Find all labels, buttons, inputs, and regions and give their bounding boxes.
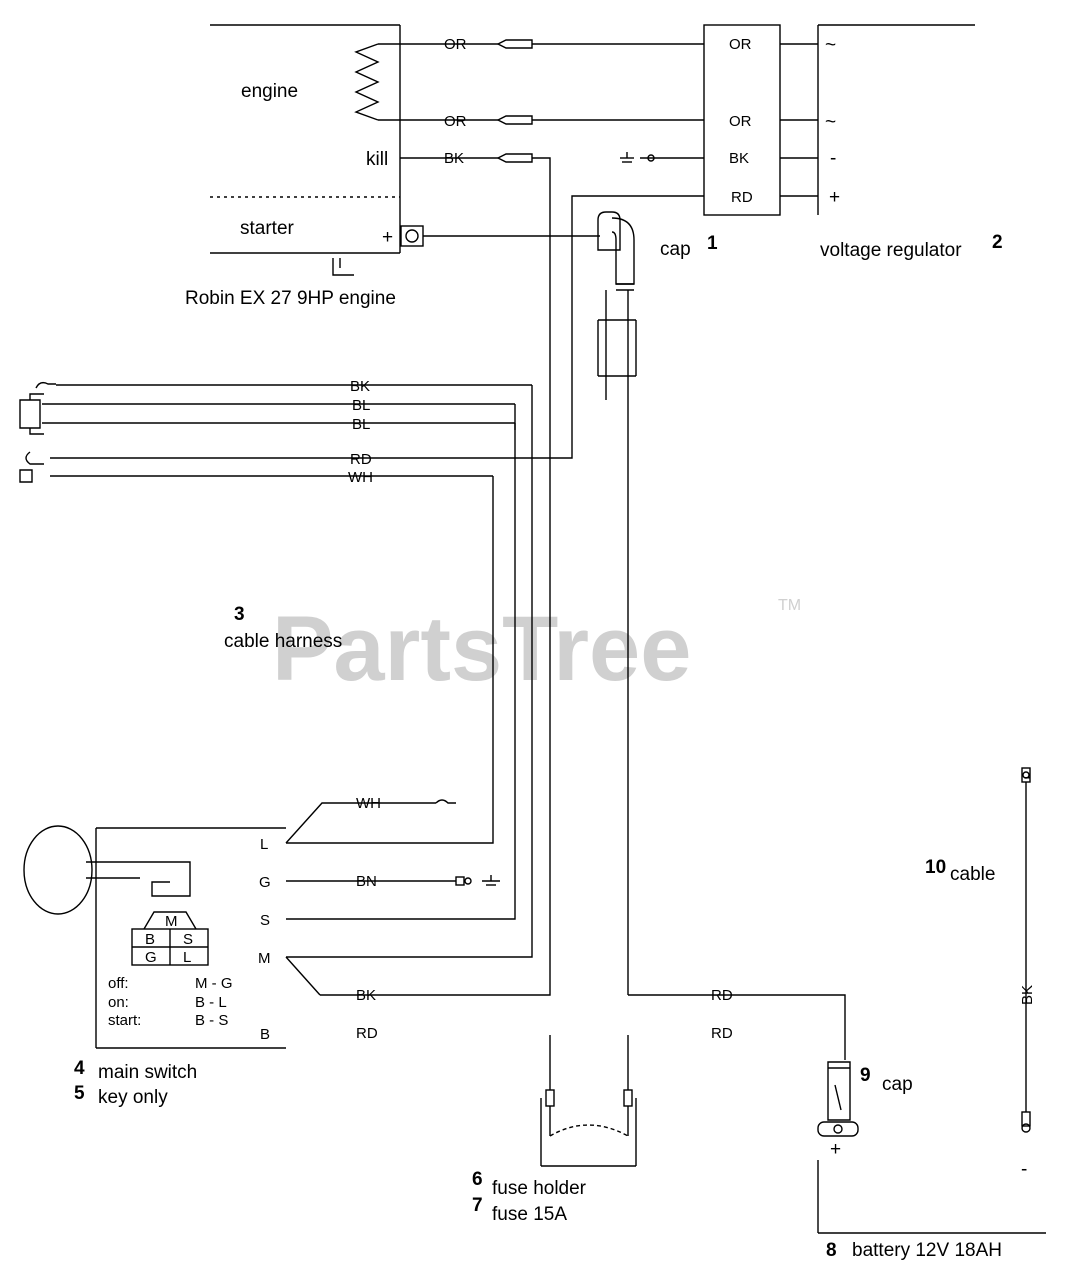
cap-9-number: 9 [860,1065,871,1086]
cap-1: cap 1 [597,211,718,995]
kill-label: kill [366,149,388,170]
watermark: PartsTree [272,598,691,700]
cable-minus-bottom: - [1021,1159,1027,1180]
reg-in-or-2: OR [729,113,752,130]
wire-bk-kill: BK [444,150,464,167]
reg-out-plus: + [829,187,840,208]
reg-out-ac-2: ~ [825,112,836,133]
starter-terminal [400,225,600,247]
starter-label: starter [240,218,295,239]
fuse-holder-label: fuse holder [492,1178,587,1199]
fuse-holder: 6 fuse holder 7 fuse 15A [472,1035,637,1225]
terminal-b: B [260,1026,270,1043]
harness-wire-wh: WH [348,469,373,486]
switch-grid-s: S [183,931,193,948]
cable-number: 10 [925,857,946,878]
wire-rd-regulator [50,195,704,459]
mode-start-value: B - S [195,1012,228,1029]
main-switch-number: 4 [74,1058,85,1079]
terminal-l: L [260,836,268,853]
starter-plus-label: + [382,227,393,248]
cable-wire-bk: BK [1019,985,1036,1005]
switch-grid-m: M [165,913,178,930]
fuse-holder-number: 6 [472,1169,483,1190]
reg-in-rd: RD [731,189,753,206]
battery-label: battery 12V 18AH [852,1240,1002,1261]
regulator-ground [620,152,704,163]
engine-block: engine kill starter + Robin EX 27 9HP en… [185,24,430,309]
terminal-g: G [259,874,271,891]
reg-in-bk: BK [729,150,749,167]
engine-regulator-wires: OR OR BK [320,36,704,996]
cap-1-number: 1 [707,233,718,254]
fuse-number: 7 [472,1195,483,1216]
regulator-label: voltage regulator [820,240,962,261]
cable-10: - - BK 10 cable [925,767,1036,1180]
reg-out-ac-1: ~ [825,35,836,56]
voltage-regulator: OR OR BK RD ~ ~ - + voltage regulator 2 [703,24,1003,261]
mode-start-name: start: [108,1012,141,1029]
mode-off-value: M - G [195,975,233,992]
key-only-number: 5 [74,1083,85,1104]
wire-or-2: OR [444,113,467,130]
switch-grid-g: G [145,949,157,966]
harness-number: 3 [234,604,245,625]
mode-on-name: on: [108,994,129,1011]
watermark-tm: TM [778,597,801,614]
regulator-number: 2 [992,232,1003,253]
harness-wire-bl-2: BL [352,416,370,433]
wire-wh-switch: WH [356,795,381,812]
wire-bk-switch: BK [356,987,376,1004]
switch-grid-b: B [145,931,155,948]
reg-in-or-1: OR [729,36,752,53]
harness-wire-bk: BK [350,378,370,395]
cap-9: 9 cap + [817,1061,913,1160]
cable-harness: BK BL BL RD WH 3 cable harness [19,378,533,958]
battery: 8 battery 12V 18AH [817,1160,1046,1261]
mode-on-value: B - L [195,994,227,1011]
terminal-m: M [258,950,271,967]
wire-or-1: OR [444,36,467,53]
harness-wire-bl-1: BL [352,397,370,414]
wire-rd-fuse: RD [711,1025,733,1042]
fuse-label: fuse 15A [492,1204,567,1225]
main-switch: M B S G L off: M - G on: B - L start: B … [23,825,286,1108]
wire-rd-battery: RD [711,987,733,1004]
terminal-s: S [260,912,270,929]
engine-name: Robin EX 27 9HP engine [185,288,396,309]
wire-bn: BN [356,873,377,890]
switch-wires: WH BN BK RD RD RD [285,795,846,1060]
cable-label: cable [950,864,995,885]
cap-1-label: cap [660,239,691,260]
battery-plus: + [830,1139,841,1160]
harness-wire-rd: RD [350,451,372,468]
battery-number: 8 [826,1240,837,1261]
main-switch-label: main switch [98,1062,197,1083]
reg-out-minus: - [830,148,836,169]
switch-grid-l: L [183,949,191,966]
mode-off-name: off: [108,975,129,992]
key-only-label: key only [98,1087,168,1108]
cap-9-label: cap [882,1074,913,1095]
wire-rd-switch: RD [356,1025,378,1042]
harness-label: cable harness [224,631,342,652]
engine-label: engine [241,81,298,102]
